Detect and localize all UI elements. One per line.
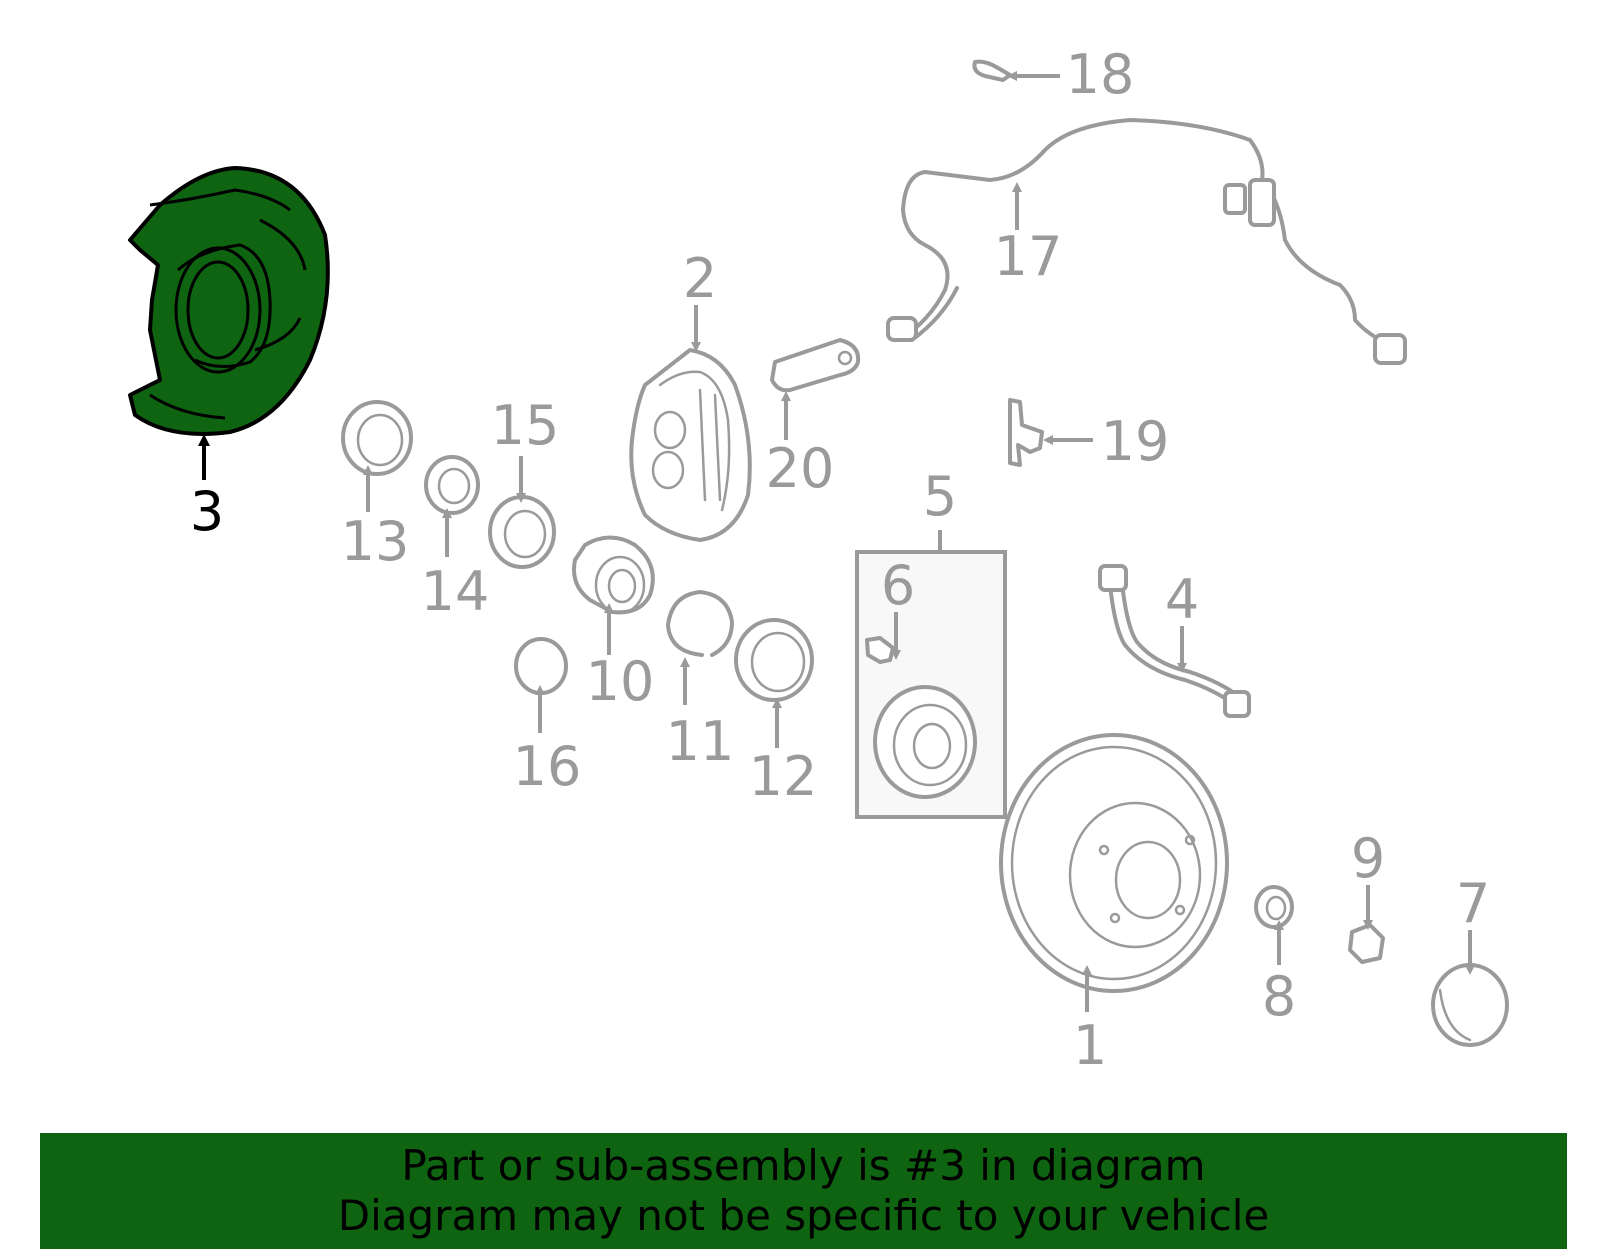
part-1-rotor[interactable] (999, 733, 1229, 993)
callout-10: 10 (586, 650, 655, 713)
callout-17: 17 (994, 225, 1063, 288)
part-5-hub-assembly[interactable] (855, 550, 1007, 819)
info-banner: Part or sub-assembly is #3 in diagram Di… (40, 1133, 1567, 1249)
part-15-bearing[interactable] (488, 495, 556, 569)
callout-20: 20 (766, 437, 835, 500)
part-16-o-ring[interactable] (514, 637, 568, 695)
callout-15: 15 (491, 394, 560, 457)
callout-12: 12 (749, 745, 818, 808)
part-12-seal[interactable] (734, 618, 814, 702)
part-14-ring[interactable] (424, 455, 480, 515)
callout-11: 11 (666, 710, 735, 773)
callout-14: 14 (421, 560, 490, 623)
callout-5: 5 (923, 465, 957, 528)
banner-line-2: Diagram may not be specific to your vehi… (337, 1191, 1270, 1240)
callout-9: 9 (1351, 827, 1385, 890)
part-4-brake-hose[interactable] (1098, 564, 1251, 718)
part-20-bracket[interactable] (770, 338, 861, 393)
part-10-bearing[interactable] (572, 535, 655, 615)
part-6-stud[interactable] (865, 636, 895, 664)
leader-lines (198, 71, 1475, 1012)
callout-1: 1 (1073, 1014, 1107, 1077)
part-7-cap[interactable] (1431, 963, 1509, 1047)
part-19-bracket[interactable] (1008, 398, 1044, 467)
callout-7: 7 (1456, 872, 1490, 935)
part-9-lock[interactable] (1348, 923, 1385, 964)
callout-18: 18 (1066, 43, 1135, 106)
callout-13: 13 (341, 510, 410, 573)
callout-8: 8 (1262, 965, 1296, 1028)
part-3-dust-shield[interactable] (128, 166, 330, 436)
callout-4: 4 (1165, 568, 1199, 631)
banner-line-1: Part or sub-assembly is #3 in diagram (401, 1141, 1206, 1190)
callout-19: 19 (1101, 410, 1170, 473)
part-13-seal[interactable] (341, 400, 413, 476)
part-8-nut[interactable] (1254, 885, 1294, 929)
part-18-clip[interactable] (972, 59, 1012, 82)
part-11-snap-ring[interactable] (666, 590, 734, 657)
callout-6: 6 (881, 554, 915, 617)
callout-3: 3 (190, 480, 224, 543)
callout-16: 16 (513, 735, 582, 798)
part-2-caliper[interactable] (629, 348, 752, 542)
part-17-abs-wire[interactable] (886, 118, 1407, 365)
callout-2: 2 (683, 247, 717, 310)
